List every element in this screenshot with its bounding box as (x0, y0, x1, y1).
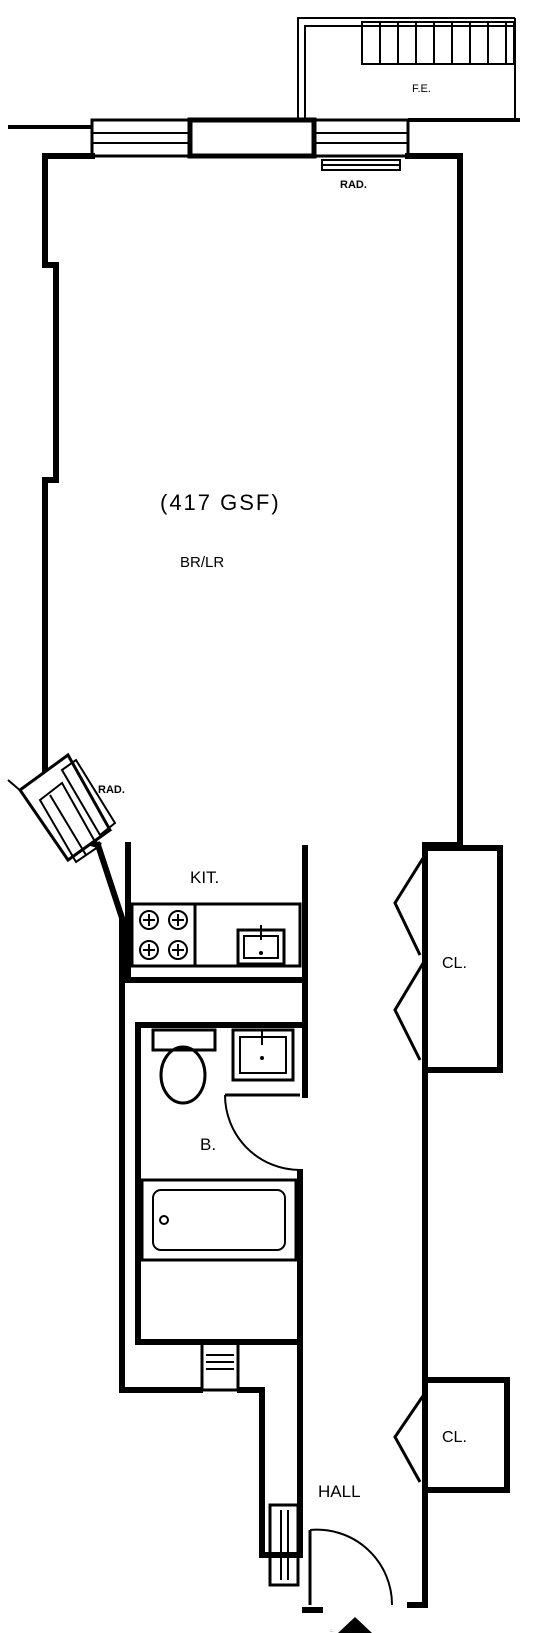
closet-upper (393, 845, 503, 1073)
top-wall (8, 117, 520, 159)
entry-label-line1: APT (330, 1628, 332, 1631)
entry-label-line2: ENTRY (330, 1631, 334, 1633)
bedroom-living-label: BR/LR (180, 554, 224, 571)
window-top-center (187, 117, 317, 159)
walls (42, 153, 463, 1613)
window-bath (200, 1340, 240, 1392)
kitchen-sink-icon (236, 925, 286, 966)
kitchen-counter (130, 902, 302, 968)
window-top-left (90, 118, 192, 158)
closet-lower-label: CL. (442, 1429, 467, 1446)
bathroom-fixtures (140, 1028, 301, 1262)
stove-icon (139, 910, 188, 960)
radiator-top-label: RAD. (340, 179, 367, 191)
area-label: (417 GSF) (160, 490, 281, 515)
radiator-top (321, 159, 401, 171)
window-top-right (312, 118, 410, 158)
closet-lower (393, 1377, 510, 1493)
fire-escape-label: F.E. (412, 83, 431, 95)
entry-marker (338, 1617, 372, 1633)
hall-window (268, 1503, 300, 1587)
entry-door (308, 1528, 394, 1606)
bath-label: B. (200, 1135, 216, 1154)
radiator-left-label: RAD. (98, 784, 125, 796)
hall-label: HALL (318, 1482, 361, 1501)
kitchen-label: KIT. (190, 868, 219, 887)
window-left (7, 752, 117, 864)
fire-escape (297, 17, 516, 121)
closet-upper-label: CL. (442, 955, 467, 972)
